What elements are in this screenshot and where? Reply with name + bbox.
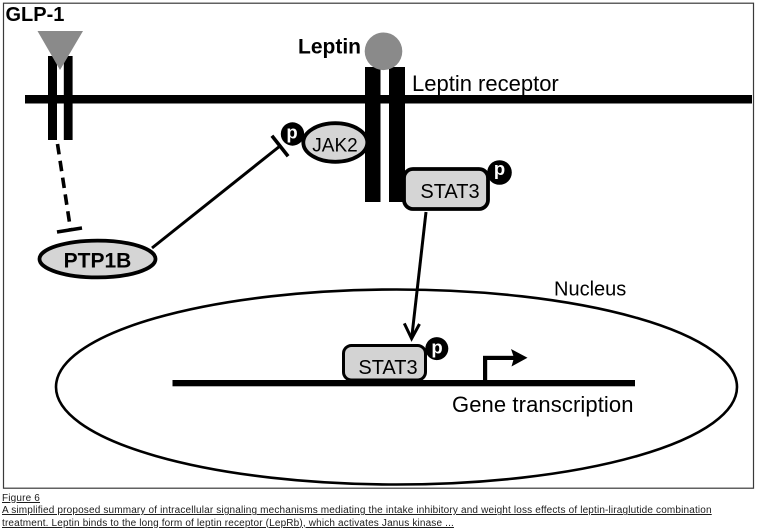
- svg-text:Gene transcription: Gene transcription: [452, 392, 634, 417]
- svg-text:p: p: [494, 158, 505, 179]
- svg-text:PTP1B: PTP1B: [64, 250, 132, 273]
- svg-text:JAK2: JAK2: [312, 136, 357, 157]
- svg-text:STAT3: STAT3: [420, 181, 479, 203]
- svg-text:Nucleus: Nucleus: [554, 279, 626, 301]
- svg-text:p: p: [286, 122, 297, 143]
- svg-text:GLP-1: GLP-1: [6, 4, 65, 26]
- svg-text:STAT3: STAT3: [358, 357, 417, 379]
- svg-text:Leptin: Leptin: [298, 36, 361, 59]
- svg-text:p: p: [431, 337, 442, 358]
- svg-text:Leptin receptor: Leptin receptor: [412, 71, 559, 96]
